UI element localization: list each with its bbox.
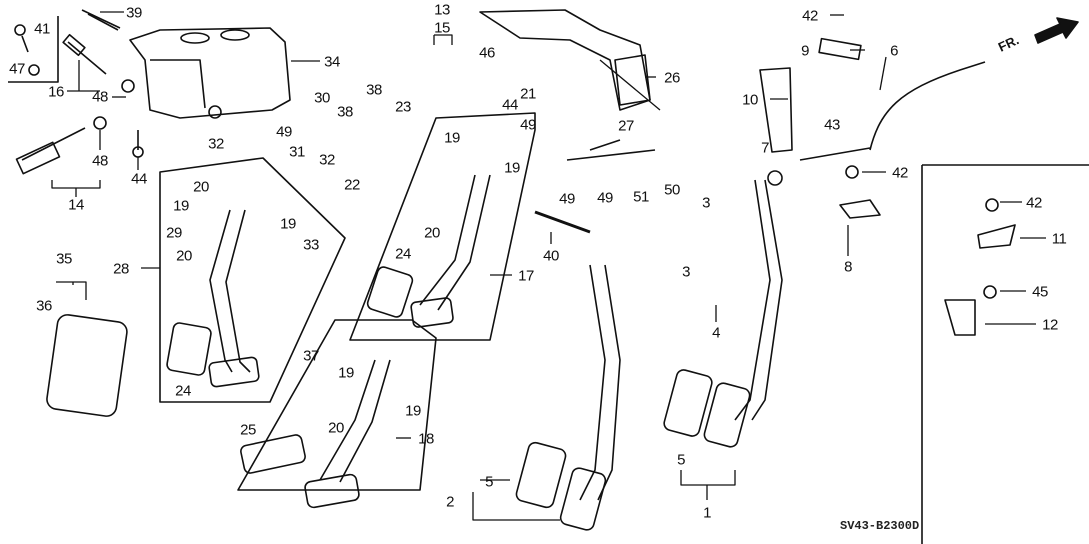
callout: 19 <box>280 215 296 233</box>
callout: 49 <box>520 116 536 134</box>
callout: 50 <box>664 181 680 199</box>
callout: 2 <box>446 493 454 511</box>
callout: 38 <box>366 81 382 99</box>
callout: 27 <box>618 117 634 135</box>
callout: 31 <box>289 143 305 161</box>
callout: 15 <box>434 19 450 37</box>
callout: 47 <box>9 60 25 78</box>
callout: 24 <box>395 245 411 263</box>
callout: 24 <box>175 382 191 400</box>
callout: 5 <box>485 473 493 491</box>
callout: 49 <box>559 190 575 208</box>
callout: 44 <box>502 96 518 114</box>
diagram-code: SV43-B2300D <box>840 519 920 533</box>
callout: 19 <box>173 197 189 215</box>
callout: 36 <box>36 297 52 315</box>
callout: 29 <box>166 224 182 242</box>
callout: 1 <box>703 504 711 522</box>
callout: 41 <box>34 20 50 38</box>
callout: 20 <box>176 247 192 265</box>
callout: 20 <box>328 419 344 437</box>
callout: 44 <box>131 170 147 188</box>
callout: 26 <box>664 69 680 87</box>
throttle-cable <box>759 37 986 186</box>
callout: 42 <box>1026 194 1042 212</box>
callout: 39 <box>126 4 142 22</box>
callout: 3 <box>682 263 690 281</box>
callout: 28 <box>113 260 129 278</box>
callout: 20 <box>424 224 440 242</box>
leader-lines <box>51 11 1046 521</box>
callout: 7 <box>761 139 769 157</box>
callout: 12 <box>1042 316 1058 334</box>
callout: 13 <box>434 1 450 19</box>
callout: 6 <box>890 42 898 60</box>
front-arrow-icon <box>1034 17 1079 44</box>
callout: 40 <box>543 247 559 265</box>
callout: 19 <box>504 159 520 177</box>
callout: 14 <box>68 196 84 214</box>
callout: 32 <box>208 135 224 153</box>
callout: 16 <box>48 83 64 101</box>
callout: 22 <box>344 176 360 194</box>
callout: 37 <box>303 347 319 365</box>
callout: 19 <box>405 402 421 420</box>
callout: 5 <box>677 451 685 469</box>
pedal-pads <box>46 266 751 531</box>
callout: 48 <box>92 88 108 106</box>
callout: 9 <box>801 42 809 60</box>
right-inset-parts <box>839 165 1016 336</box>
callout: 35 <box>56 250 72 268</box>
frame-28 <box>159 157 346 403</box>
callout: 8 <box>844 258 852 276</box>
callout: 43 <box>824 116 840 134</box>
callout: 42 <box>892 164 908 182</box>
pivot-bolt <box>534 210 591 234</box>
callout: 20 <box>193 178 209 196</box>
callout: 11 <box>1051 230 1067 248</box>
frame-17 <box>349 112 536 341</box>
bracket-27 <box>566 139 656 161</box>
frame-18 <box>237 319 437 491</box>
callout: 17 <box>518 267 534 285</box>
small-parts-topleft <box>14 9 144 175</box>
callout: 18 <box>418 430 434 448</box>
callout: 51 <box>633 188 649 206</box>
inset-box-right <box>921 164 1089 544</box>
bracket-26 <box>479 9 651 111</box>
callout: 49 <box>276 123 292 141</box>
callout: 30 <box>314 89 330 107</box>
callout: 10 <box>742 91 758 109</box>
callout: 4 <box>712 324 720 342</box>
callout: 32 <box>319 151 335 169</box>
callout: 45 <box>1032 283 1048 301</box>
callout: 46 <box>479 44 495 62</box>
callout: 49 <box>597 189 613 207</box>
callout: 23 <box>395 98 411 116</box>
callout: 25 <box>240 421 256 439</box>
callout: 42 <box>802 7 818 25</box>
inset-box-topleft <box>8 16 59 83</box>
callout: 33 <box>303 236 319 254</box>
callout: 3 <box>702 194 710 212</box>
pedal-bracket <box>129 27 291 119</box>
callout: 21 <box>520 85 536 103</box>
callout: 19 <box>338 364 354 382</box>
callout: 48 <box>92 152 108 170</box>
callout: 19 <box>444 129 460 147</box>
callout: 34 <box>324 53 340 71</box>
callout: 38 <box>337 103 353 121</box>
